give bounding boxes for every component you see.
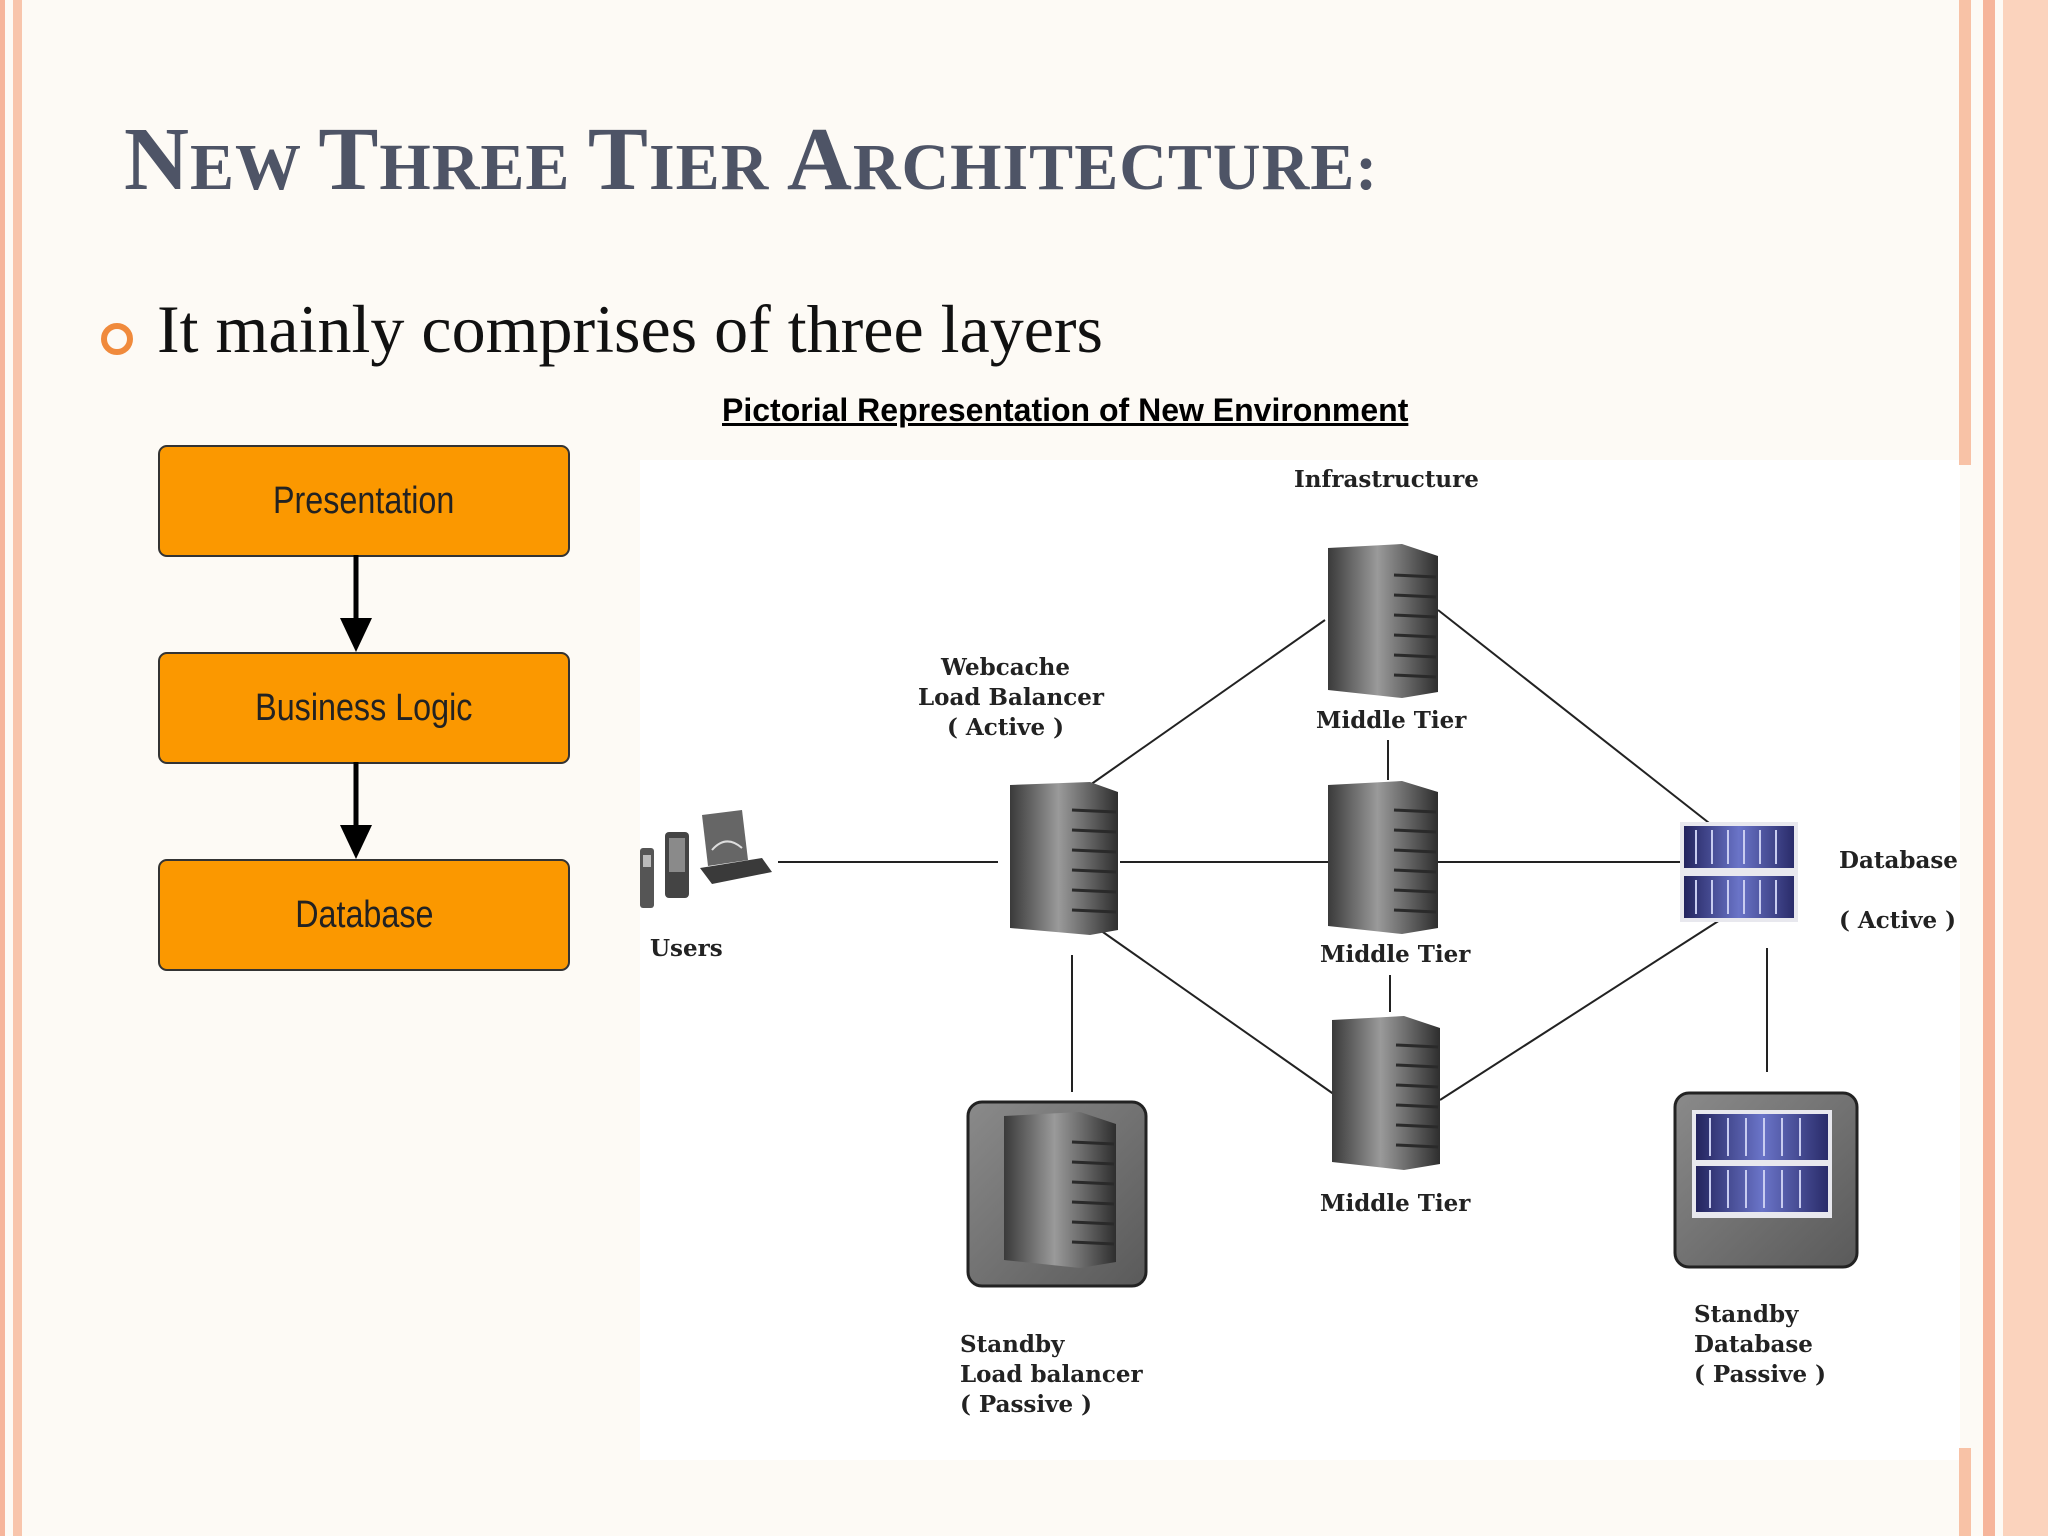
left-border-stripe-inner xyxy=(13,0,22,1536)
network-links xyxy=(778,609,1768,1101)
middle-tier-label-2: Middle Tier xyxy=(1320,941,1471,968)
diagram-background xyxy=(640,460,1960,1460)
tier-arrow-2 xyxy=(340,762,372,859)
right-border-band xyxy=(2003,0,2048,1536)
tier-presentation: Presentation xyxy=(158,445,570,557)
middle-tier-server-3-icon xyxy=(1332,1016,1440,1170)
users-label: Users xyxy=(650,935,723,962)
right-border-stripe xyxy=(1959,0,1971,465)
users-devices-icon xyxy=(640,810,772,908)
database-state-label: ( Active ) xyxy=(1839,907,1956,934)
standby-load-balancer-icon xyxy=(966,1100,1148,1288)
middle-tier-label-3: Middle Tier xyxy=(1320,1190,1471,1217)
tier-business-logic: Business Logic xyxy=(158,652,570,764)
infrastructure-label: Infrastructure xyxy=(1294,466,1479,493)
database-rack-icon xyxy=(1680,822,1798,922)
left-border-stripe xyxy=(0,0,5,1536)
standby-load-balancer-label: Standby Load balancer ( Passive ) xyxy=(960,1331,1143,1418)
bullet-ring-icon xyxy=(101,323,133,355)
standby-database-label: Standby Database ( Passive ) xyxy=(1694,1301,1826,1388)
standby-database-icon xyxy=(1673,1091,1859,1269)
right-border-stripe-middle xyxy=(1983,0,1995,1536)
middle-tier-server-2-icon xyxy=(1328,781,1438,934)
tier-database: Database xyxy=(158,859,570,971)
diagram-title: Pictorial Representation of New Environm… xyxy=(722,392,1409,428)
slide-title: NEW THREE TIER ARCHITECTURE: xyxy=(124,110,1379,209)
bullet-text: It mainly comprises of three layers xyxy=(157,291,1104,367)
right-border-stripe-bottom xyxy=(1959,1448,1971,1536)
middle-tier-label-1: Middle Tier xyxy=(1316,707,1467,734)
webcache-label: Webcache Load Balancer ( Active ) xyxy=(918,654,1104,741)
load-balancer-server-icon xyxy=(1010,782,1118,935)
middle-tier-server-1-icon xyxy=(1328,544,1438,698)
database-label: Database xyxy=(1839,847,1958,874)
tier-arrow-1 xyxy=(340,555,372,652)
